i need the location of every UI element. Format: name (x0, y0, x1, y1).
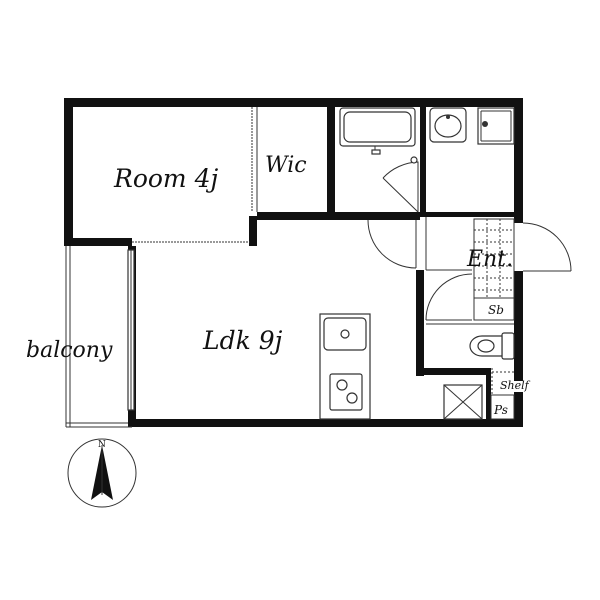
shoe-box-label: Sb (488, 303, 504, 317)
toilet (469, 332, 515, 395)
ldk-label: Ldk 9j (202, 326, 283, 355)
bathroom-door (382, 161, 419, 212)
ldk-door (367, 217, 472, 271)
shelf-label: Shelf (500, 379, 531, 392)
toilet-door (425, 273, 473, 321)
entrance-area (425, 218, 572, 325)
stove (329, 373, 363, 411)
north-label: N (98, 440, 106, 450)
bathroom (339, 107, 419, 213)
wic-label: Wic (265, 153, 307, 178)
room-partitions (132, 107, 258, 243)
north-compass: N (67, 438, 137, 508)
pipe-space (490, 394, 515, 420)
shoe-box (473, 297, 515, 321)
pipe-space-label: Ps (493, 403, 508, 417)
room-label: Room 4j (113, 164, 218, 193)
entrance-label: Ent. (466, 247, 513, 272)
storage-box (443, 384, 483, 420)
washroom (429, 107, 515, 145)
balcony-area (65, 246, 135, 428)
balcony-label: balcony (26, 338, 113, 363)
interior-walls (64, 98, 523, 427)
kitchen-counter (319, 313, 371, 420)
front-door (522, 222, 572, 272)
